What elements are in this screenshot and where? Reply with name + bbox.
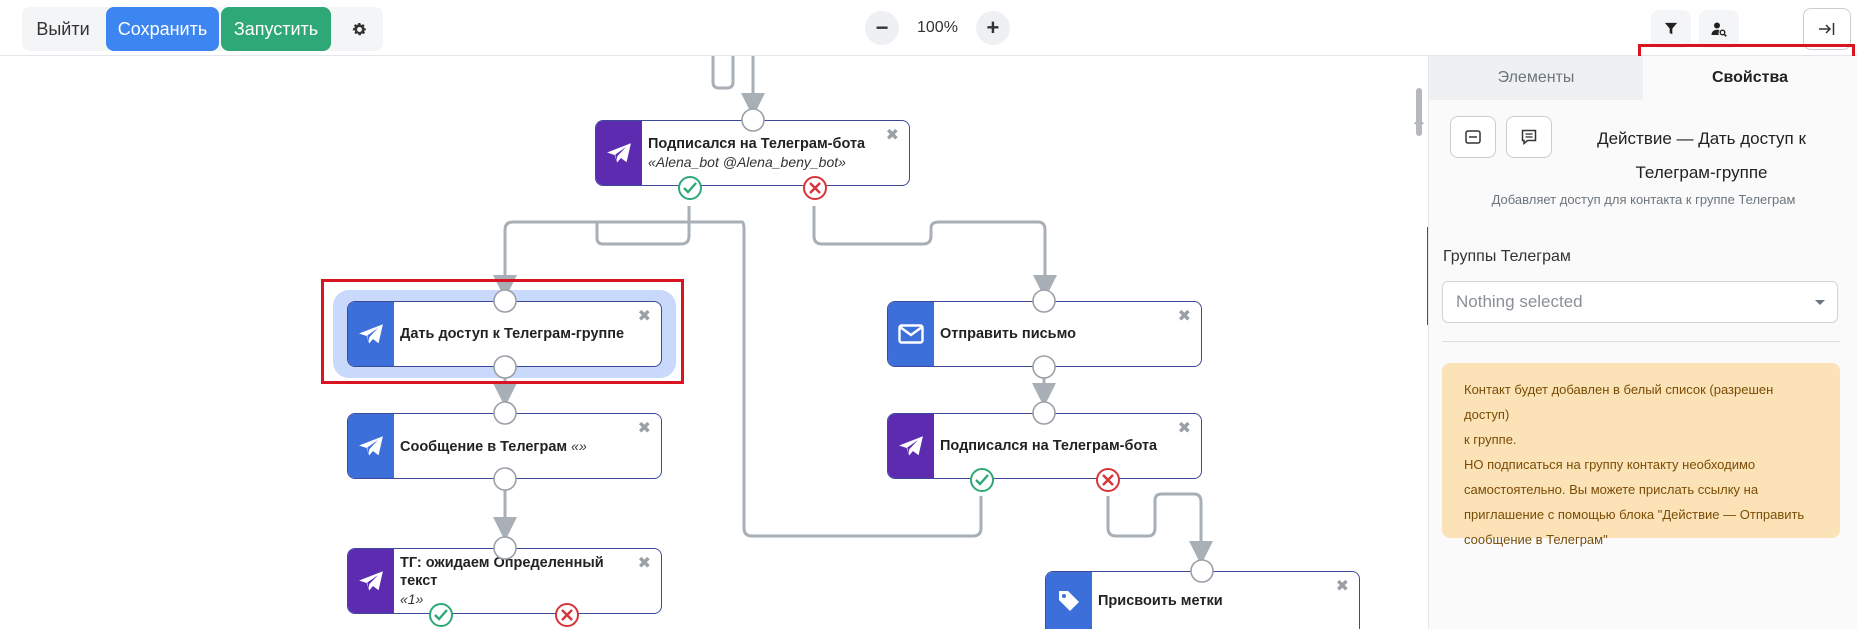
settings-button[interactable] bbox=[335, 7, 383, 51]
node-subtitle: «1» bbox=[400, 591, 424, 607]
collapse-panel-icon bbox=[1819, 23, 1835, 35]
user-search-icon bbox=[1711, 22, 1727, 37]
close-icon[interactable]: ✖ bbox=[637, 418, 651, 437]
output-port bbox=[1032, 355, 1056, 379]
x-circle-icon bbox=[555, 603, 579, 627]
input-port bbox=[493, 289, 517, 313]
node-title: Подписался на Телеграм-бота bbox=[648, 136, 866, 152]
zoom-level: 100% bbox=[917, 19, 958, 36]
close-icon[interactable]: ✖ bbox=[885, 125, 899, 144]
output-port bbox=[493, 355, 517, 379]
comment-icon bbox=[1521, 129, 1537, 145]
input-port bbox=[741, 108, 765, 132]
panel-description: Добавляет доступ для контакта к группе Т… bbox=[1491, 192, 1796, 207]
x-circle-icon bbox=[803, 176, 827, 200]
user-search-button[interactable] bbox=[1699, 10, 1739, 48]
close-icon[interactable]: ✖ bbox=[1335, 576, 1349, 595]
note-line: Контакт будет добавлен в белый список (р… bbox=[1464, 382, 1774, 422]
note-line: к группе. bbox=[1464, 432, 1517, 447]
tab-properties[interactable]: Свойства bbox=[1643, 56, 1857, 100]
input-port bbox=[1032, 289, 1056, 313]
collapse-panel-button[interactable] bbox=[1803, 8, 1851, 50]
node-title: ТГ: ожидаем Определенный текст bbox=[400, 555, 604, 589]
telegram-icon bbox=[348, 549, 394, 613]
node-title: Сообщение в Телеграм «» bbox=[400, 437, 587, 455]
info-note: Контакт будет добавлен в белый список (р… bbox=[1442, 363, 1840, 547]
exit-button[interactable]: Выйти bbox=[22, 7, 104, 51]
chevron-down-icon bbox=[1815, 300, 1825, 305]
run-button[interactable]: Запустить bbox=[221, 7, 331, 51]
input-port bbox=[1190, 559, 1214, 583]
check-circle-icon bbox=[678, 176, 702, 200]
tab-elements[interactable]: Элементы bbox=[1497, 69, 1575, 86]
output-port bbox=[493, 467, 517, 491]
filter-button[interactable] bbox=[1651, 10, 1691, 48]
close-icon[interactable]: ✖ bbox=[1177, 418, 1191, 437]
panel-tabs: Элементы Свойства bbox=[1429, 56, 1857, 100]
input-port bbox=[1032, 401, 1056, 425]
telegram-icon bbox=[348, 414, 394, 478]
close-icon[interactable]: ✖ bbox=[637, 306, 651, 325]
node-title: Отправить письмо bbox=[940, 326, 1076, 342]
node-subtitle: «Alena_bot @Alena_beny_bot» bbox=[648, 154, 846, 170]
divider bbox=[1442, 341, 1840, 342]
canvas-scrollbar[interactable] bbox=[1416, 88, 1422, 136]
card-view-button[interactable] bbox=[1450, 116, 1496, 158]
input-port bbox=[493, 536, 517, 560]
toolbar-right-group bbox=[1651, 10, 1739, 48]
flow-connections bbox=[493, 56, 1213, 565]
node-title: Дать доступ к Телеграм-группе bbox=[400, 326, 625, 342]
flow-node-tg-message[interactable]: Сообщение в Телеграм «» ✖ bbox=[347, 413, 662, 479]
close-icon[interactable]: ✖ bbox=[1177, 306, 1191, 325]
telegram-icon bbox=[348, 302, 394, 366]
close-icon[interactable]: ✖ bbox=[637, 553, 651, 572]
input-port bbox=[493, 401, 517, 425]
telegram-icon bbox=[888, 414, 934, 478]
panel-title: Действие — Дать доступ к Телеграм-группе bbox=[1597, 129, 1806, 182]
note-line: сообщение в Телеграм" bbox=[1464, 532, 1608, 547]
node-title: Присвоить метки bbox=[1098, 592, 1223, 609]
card-icon bbox=[1465, 130, 1481, 144]
envelope-icon bbox=[888, 302, 934, 366]
gear-icon bbox=[352, 22, 366, 35]
zoom-control: − 100% + bbox=[865, 11, 1010, 45]
note-line: НО подписаться на группу контакту необхо… bbox=[1464, 457, 1756, 472]
zoom-out-button[interactable]: − bbox=[865, 11, 899, 45]
zoom-in-button[interactable]: + bbox=[975, 11, 1010, 45]
properties-panel: Элементы Свойства Действие — Дать доступ… bbox=[1428, 56, 1857, 629]
filter-icon bbox=[1664, 22, 1678, 35]
check-circle-icon bbox=[429, 603, 453, 627]
note-line: самостоятельно. Вы можете прислать ссылк… bbox=[1464, 482, 1759, 497]
telegram-icon bbox=[596, 121, 642, 185]
comment-button[interactable] bbox=[1506, 116, 1552, 158]
save-button[interactable]: Сохранить bbox=[106, 7, 219, 51]
top-toolbar: Выйти Сохранить Запустить − 100% + bbox=[0, 0, 1857, 56]
select-placeholder: Nothing selected bbox=[1456, 292, 1583, 311]
note-line: приглашение с помощью блока "Действие — … bbox=[1464, 507, 1805, 522]
node-subtitle: «» bbox=[571, 437, 587, 454]
x-circle-icon bbox=[1096, 468, 1120, 492]
telegram-groups-label: Группы Телеграм bbox=[1443, 248, 1571, 265]
flow-node-subscribed-bot[interactable]: Подписался на Телеграм-бота «Alena_bot @… bbox=[595, 120, 910, 186]
node-title: Подписался на Телеграм-бота bbox=[940, 438, 1158, 454]
tag-icon bbox=[1046, 572, 1092, 629]
toolbar-action-group: Выйти Сохранить Запустить bbox=[22, 7, 383, 51]
check-circle-icon bbox=[970, 468, 994, 492]
telegram-groups-select[interactable]: Nothing selected bbox=[1442, 281, 1838, 323]
highlight-frame-node bbox=[321, 279, 684, 384]
node-ports bbox=[429, 108, 1214, 627]
